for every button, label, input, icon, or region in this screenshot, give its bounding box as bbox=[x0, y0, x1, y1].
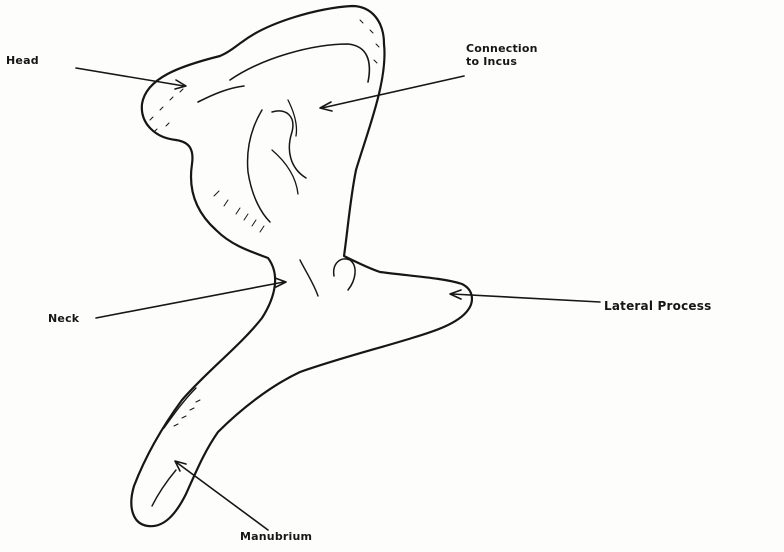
incus-facet-crease bbox=[272, 150, 298, 194]
manubrium-leader-line bbox=[176, 462, 268, 530]
neck-contour bbox=[300, 260, 318, 296]
label-connection-to-incus: Connection to Incus bbox=[466, 42, 538, 68]
label-head: Head bbox=[6, 54, 39, 67]
label-connection-line-2: to Incus bbox=[466, 55, 538, 68]
label-manubrium: Manubrium bbox=[240, 530, 312, 543]
leader-lines bbox=[76, 68, 600, 530]
label-connection-line-1: Connection bbox=[466, 42, 538, 55]
neck-leader-line bbox=[96, 282, 284, 318]
surface-stippling bbox=[150, 20, 379, 426]
head-leader-line bbox=[76, 68, 184, 86]
label-neck: Neck bbox=[48, 312, 79, 325]
lateral-leader-line bbox=[452, 294, 600, 302]
manubrium-inner-edge bbox=[164, 388, 196, 428]
head-inner-contour bbox=[230, 44, 369, 82]
label-lateral-process: Lateral Process bbox=[604, 300, 711, 313]
incus-facet-outline bbox=[248, 110, 270, 222]
incus-leader-line bbox=[322, 76, 464, 108]
head-dome-contour bbox=[198, 86, 244, 102]
manubrium-tip-contour bbox=[152, 470, 176, 506]
neck-tubercle bbox=[334, 259, 355, 290]
facet-hatching bbox=[214, 191, 264, 232]
